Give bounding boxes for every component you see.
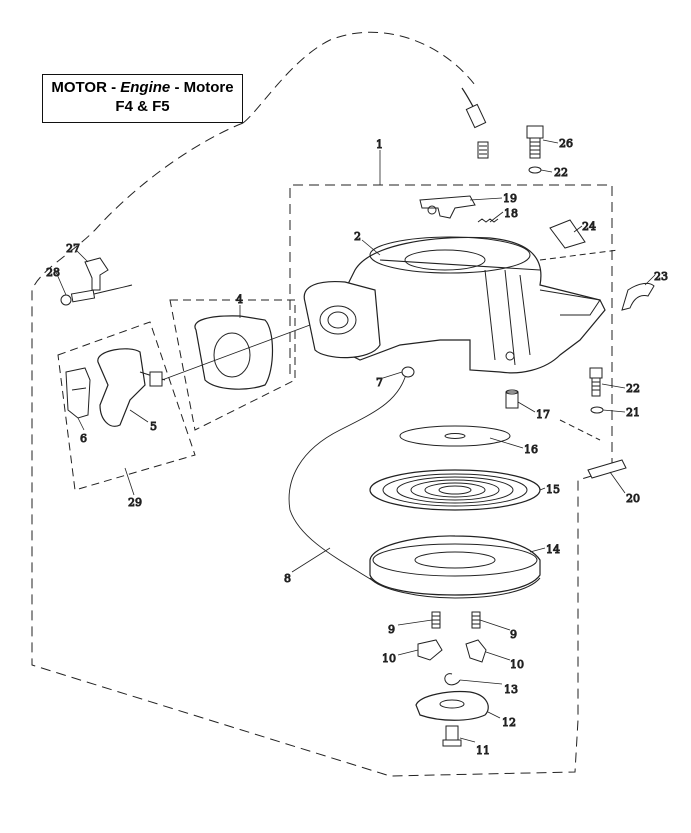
callout-27: 27 [66,242,80,255]
washer-22-top [528,166,542,174]
rope-guide [303,280,381,359]
callout-6: 6 [80,432,87,445]
callout-24: 24 [582,220,596,233]
part-23 [621,282,655,311]
handle-group-box [57,321,196,491]
callout-14: 14 [546,543,560,556]
callout-9-left: 9 [388,623,395,636]
callout-22-side: 22 [626,382,640,395]
pawl-10-left [417,639,443,661]
engine-outline-dashed [31,122,613,777]
callout-19: 19 [503,192,517,205]
callout-26: 26 [559,137,573,150]
title-part-engine: Engine [120,79,171,96]
callout-7: 7 [376,376,383,389]
pawl-spring-9-left [431,611,441,629]
pawl-10-right [465,639,487,663]
callout-1: 1 [376,138,383,151]
callout-18: 18 [504,207,518,220]
seal-group-box [169,299,296,431]
callout-2: 2 [354,230,361,243]
callout-13: 13 [504,683,518,696]
pawl-spring-9-right [471,611,481,629]
label-20 [587,459,627,479]
callout-17: 17 [536,408,550,421]
stop-lever-19 [419,195,476,219]
diagram-title-box: MOTOR - Engine - Motore F4 & F5 [42,74,243,123]
grommet-7 [401,366,415,378]
callout-16: 16 [524,443,538,456]
plate-24 [549,219,586,249]
guide-line-b [559,419,601,441]
callout-12: 12 [502,716,516,729]
throttle-cable-top [461,87,489,159]
callout-11: 11 [476,744,490,757]
callout-28: 28 [46,266,60,279]
starter-rope [161,324,311,381]
title-line-1: MOTOR - Engine - Motore [43,78,242,97]
clip-13 [444,673,461,686]
callout-21: 21 [626,406,640,419]
handle-5 [97,348,166,427]
callout-10-left: 10 [382,652,396,665]
callout-15: 15 [546,483,560,496]
recoil-spring-15 [369,469,541,511]
cable-end-28 [60,284,133,306]
bushing-17 [505,389,519,409]
bolt-26 [526,125,544,159]
screw-11 [442,725,462,747]
callout-8: 8 [284,572,291,585]
bracket-27 [84,257,109,291]
cable-outline-dashed [242,31,476,124]
washer-21 [590,406,604,414]
callout-4: 4 [236,293,243,306]
title-part-motor: MOTOR - [51,79,121,96]
callout-5: 5 [150,420,157,433]
spring-18 [477,218,499,223]
title-line-2: F4 & F5 [115,98,170,115]
washer-16 [399,425,511,447]
pulley-14 [369,535,541,599]
guide-line-a [539,249,619,261]
starter-housing-2 [319,236,606,374]
leader-lines [55,139,656,743]
title-part-motore: - Motore [170,79,234,96]
callout-22-top: 22 [554,166,568,179]
callout-10-right: 10 [510,658,524,671]
bolt-22-side [589,367,603,397]
callout-9-right: 9 [510,628,517,641]
ratchet-plate-12 [415,690,489,721]
callout-29: 29 [128,496,142,509]
seal-4 [194,315,274,390]
callout-20: 20 [626,492,640,505]
callout-23: 23 [654,270,668,283]
grip-6 [65,367,91,419]
rope-8 [288,367,409,586]
